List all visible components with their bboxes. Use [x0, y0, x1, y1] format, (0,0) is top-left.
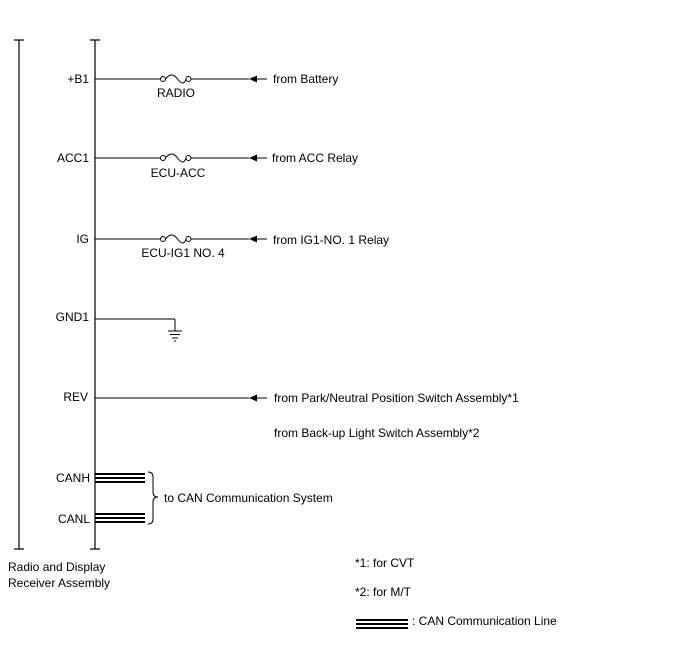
component-name-line2: Receiver Assembly: [8, 576, 110, 590]
component-name-line1: Radio and Display: [8, 560, 105, 574]
fuse-label-radio: RADIO: [157, 86, 195, 100]
source-ig1-relay: from IG1-NO. 1 Relay: [273, 233, 389, 247]
can-line-canh: [95, 473, 145, 483]
fuse-label-ecu-ig1: ECU-IG1 NO. 4: [141, 246, 225, 260]
pin-label-gnd1: GND1: [56, 310, 90, 324]
fuse-icon: [160, 234, 192, 244]
pin-label-b1: +B1: [67, 72, 89, 86]
circuit-gnd1: GND1: [56, 310, 182, 342]
source-backup-light: from Back-up Light Switch Assembly*2: [274, 426, 480, 440]
pin-label-ig: IG: [76, 232, 89, 246]
can-line-canl: [95, 513, 145, 523]
pin-label-canl: CANL: [58, 512, 90, 526]
can-system-label: to CAN Communication System: [164, 491, 333, 505]
pin-label-canh: CANH: [56, 471, 90, 485]
ground-icon: [168, 319, 182, 342]
pin-label-acc1: ACC1: [57, 151, 89, 165]
legend: *1: for CVT *2: for M/T : CAN Communicat…: [355, 556, 557, 629]
can-line-legend-icon: [356, 619, 408, 629]
source-battery: from Battery: [273, 72, 338, 86]
pin-label-rev: REV: [63, 390, 88, 404]
component-box: [14, 39, 100, 550]
note-mt: *2: for M/T: [355, 585, 412, 599]
fuse-icon: [160, 74, 192, 84]
source-park-neutral: from Park/Neutral Position Switch Assemb…: [274, 391, 519, 405]
fuse-label-ecu-acc: ECU-ACC: [151, 166, 206, 180]
arrow-icon: [249, 75, 257, 83]
arrow-icon: [249, 394, 257, 402]
source-acc-relay: from ACC Relay: [272, 151, 358, 165]
arrow-icon: [249, 154, 257, 162]
legend-can-line: : CAN Communication Line: [412, 614, 557, 628]
brace-icon: [147, 471, 159, 525]
circuit-can: CANH CANL to CAN Communication System: [56, 471, 333, 526]
circuit-rev: REV from Park/Neutral Position Switch As…: [63, 390, 519, 440]
note-cvt: *1: for CVT: [355, 556, 415, 570]
fuse-icon: [160, 153, 192, 163]
arrow-icon: [249, 235, 257, 243]
circuit-b1: +B1 RADIO from Battery: [67, 72, 338, 100]
circuit-acc1: ACC1 ECU-ACC from ACC Relay: [57, 151, 358, 180]
circuit-ig: IG ECU-IG1 NO. 4 from IG1-NO. 1 Relay: [76, 232, 389, 260]
